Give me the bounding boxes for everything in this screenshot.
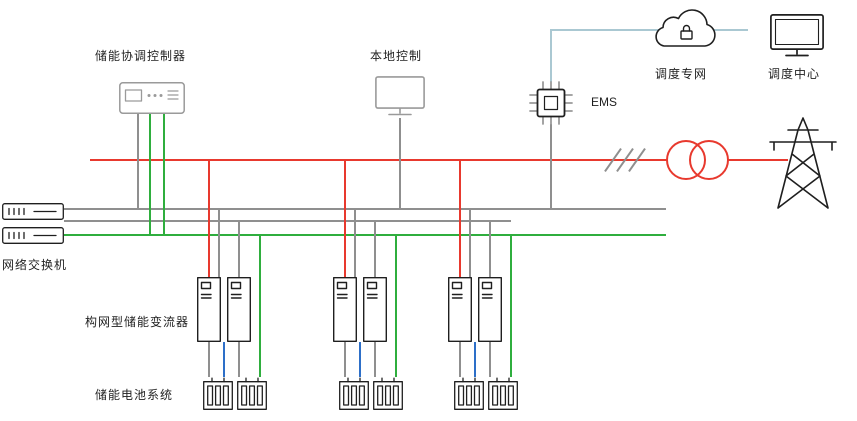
converter-group-label: 构网型储能变流器 [85, 315, 190, 329]
remote-link-horizontal [550, 29, 748, 31]
network-switch-label: 网络交换机 [2, 258, 68, 272]
battery-rack-g2-1 [339, 377, 369, 410]
g1-battery-comm-link [223, 342, 225, 377]
g2-battery-comm-link [359, 342, 361, 377]
g1-dc-link-b [238, 340, 240, 377]
ac-power-bus [90, 159, 667, 161]
g2-lan-drop-a [354, 208, 356, 277]
lan-bus-2 [64, 220, 511, 222]
g1-lan-drop-b [238, 220, 240, 277]
g3-dc-link-b [489, 340, 491, 377]
ems-lan-drop [550, 124, 552, 210]
battery-system-label: 储能电池系统 [95, 388, 174, 402]
coordinator-controller-label: 储能协调控制器 [95, 49, 187, 63]
g1-lan-drop-a [218, 208, 220, 277]
converter-unit-g2-1 [333, 277, 357, 342]
battery-rack-g1-1 [203, 377, 233, 410]
coordinator-controller-icon [119, 82, 185, 114]
network-switch-icon-1 [2, 203, 64, 220]
g2-red-feed [344, 159, 346, 277]
g3-battery-comm-link [474, 342, 476, 377]
g3-red-feed [459, 159, 461, 277]
dispatch-network-label: 调度专网 [655, 67, 708, 81]
battery-rack-g2-2 [373, 377, 403, 410]
converter-unit-g1-1 [197, 277, 221, 342]
battery-rack-g3-1 [454, 377, 484, 410]
converter-unit-g2-2 [363, 277, 387, 342]
dispatch-center-label: 调度中心 [768, 67, 821, 81]
converter-unit-g3-2 [478, 277, 502, 342]
g2-dc-link-a [344, 340, 346, 377]
network-switch-icon-2 [2, 227, 64, 244]
g3-fiber-drop [510, 234, 512, 377]
battery-rack-g1-2 [237, 377, 267, 410]
remote-link-vertical [550, 29, 552, 82]
fiber-bus [64, 234, 666, 236]
g3-dc-link-a [459, 340, 461, 377]
g2-dc-link-b [374, 340, 376, 377]
converter-unit-g3-1 [448, 277, 472, 342]
coordinator-fiber-drop-1 [149, 114, 151, 236]
local-control-label: 本地控制 [370, 49, 423, 63]
local-control-lan-drop [399, 118, 401, 210]
converter-unit-g1-2 [227, 277, 251, 342]
dispatch-network-cloud-icon [655, 9, 716, 47]
coordinator-lan-drop [137, 114, 139, 209]
g3-lan-drop-b [489, 220, 491, 277]
transmission-tower-icon [769, 117, 837, 209]
lan-bus-1 [64, 208, 666, 210]
battery-rack-g3-2 [488, 377, 518, 410]
ems-label: EMS [591, 95, 618, 109]
g2-lan-drop-b [374, 220, 376, 277]
grid-line [727, 159, 788, 161]
grid-transformer-icon [666, 140, 729, 180]
g1-dc-link-a [208, 340, 210, 377]
g1-fiber-drop [259, 234, 261, 377]
dispatch-center-monitor-icon [770, 14, 824, 57]
ems-chip-icon [529, 81, 573, 125]
g1-red-feed [208, 159, 210, 277]
local-control-monitor-icon [375, 76, 425, 116]
g2-fiber-drop [395, 234, 397, 377]
g3-lan-drop-a [469, 208, 471, 277]
coordinator-fiber-drop-2 [163, 114, 165, 236]
